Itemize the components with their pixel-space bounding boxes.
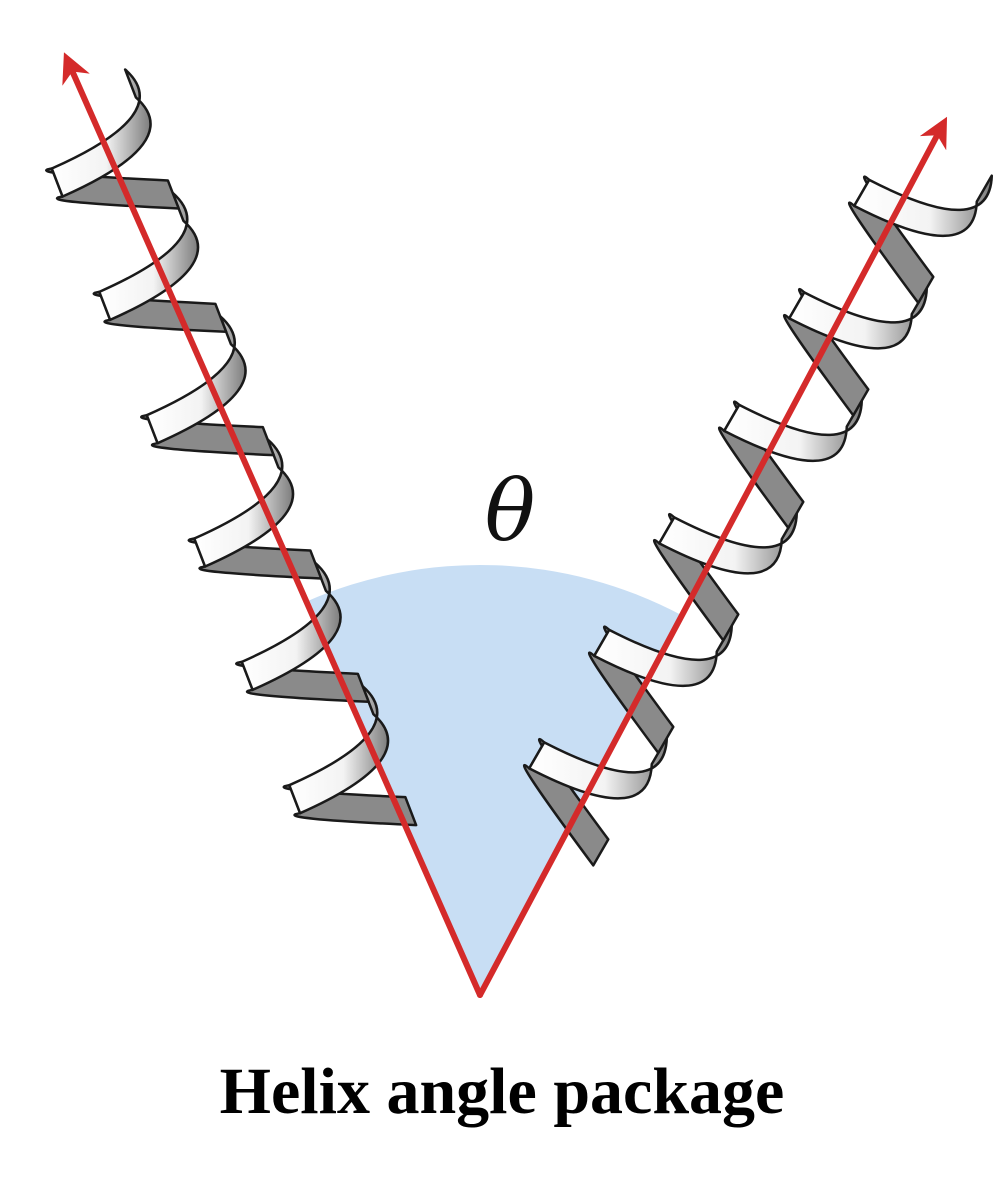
right-helix-axis-arrow — [477, 116, 948, 998]
diagram-caption: Helix angle package — [219, 1055, 785, 1128]
left-helix-axis-arrow — [62, 52, 483, 998]
right-helix-ribbon-icon — [522, 174, 994, 867]
angle-theta-label: θ — [485, 462, 536, 560]
angle-wedge — [306, 564, 682, 995]
helix-ribbon-front — [98, 191, 200, 322]
helix-ribbon-front — [240, 561, 342, 692]
